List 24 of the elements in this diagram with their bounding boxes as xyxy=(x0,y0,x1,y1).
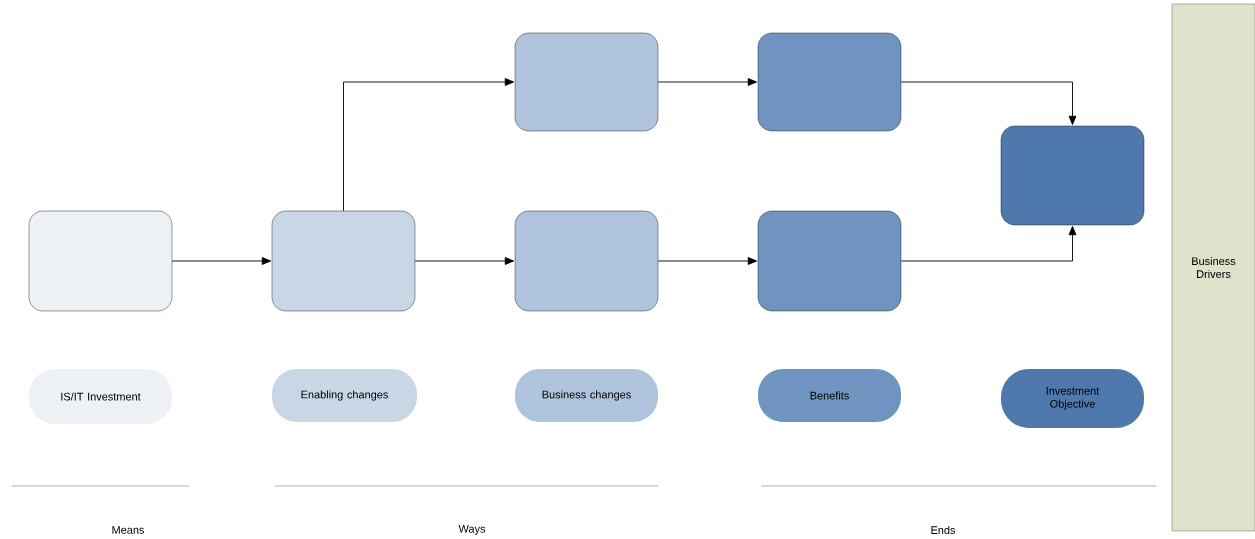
arrow xyxy=(900,225,1077,262)
arrow xyxy=(414,257,515,265)
arrow xyxy=(900,81,1077,126)
legend-label: Benefits xyxy=(810,391,849,400)
legend-label: IS/IT Investment xyxy=(61,392,141,401)
legend-label: Investment Objective xyxy=(1046,387,1100,410)
rounded-box xyxy=(514,210,659,312)
rounded-box xyxy=(757,32,902,132)
side-panel xyxy=(1171,3,1255,532)
arrow xyxy=(171,257,272,265)
rounded-box xyxy=(28,210,173,312)
legend-label: Enabling changes xyxy=(301,390,388,401)
section-label: Means xyxy=(112,526,145,534)
rounded-box xyxy=(514,32,659,132)
arrow xyxy=(343,78,515,212)
rounded-box xyxy=(271,210,416,312)
section-label: Ends xyxy=(931,525,956,534)
section-label: Ways xyxy=(458,525,486,535)
rounded-box xyxy=(757,210,902,312)
rounded-box xyxy=(1000,125,1145,226)
panel-label: Business Drivers xyxy=(1192,257,1236,278)
legend-label: Business changes xyxy=(542,390,631,401)
arrow xyxy=(657,257,758,265)
arrow xyxy=(657,78,758,86)
